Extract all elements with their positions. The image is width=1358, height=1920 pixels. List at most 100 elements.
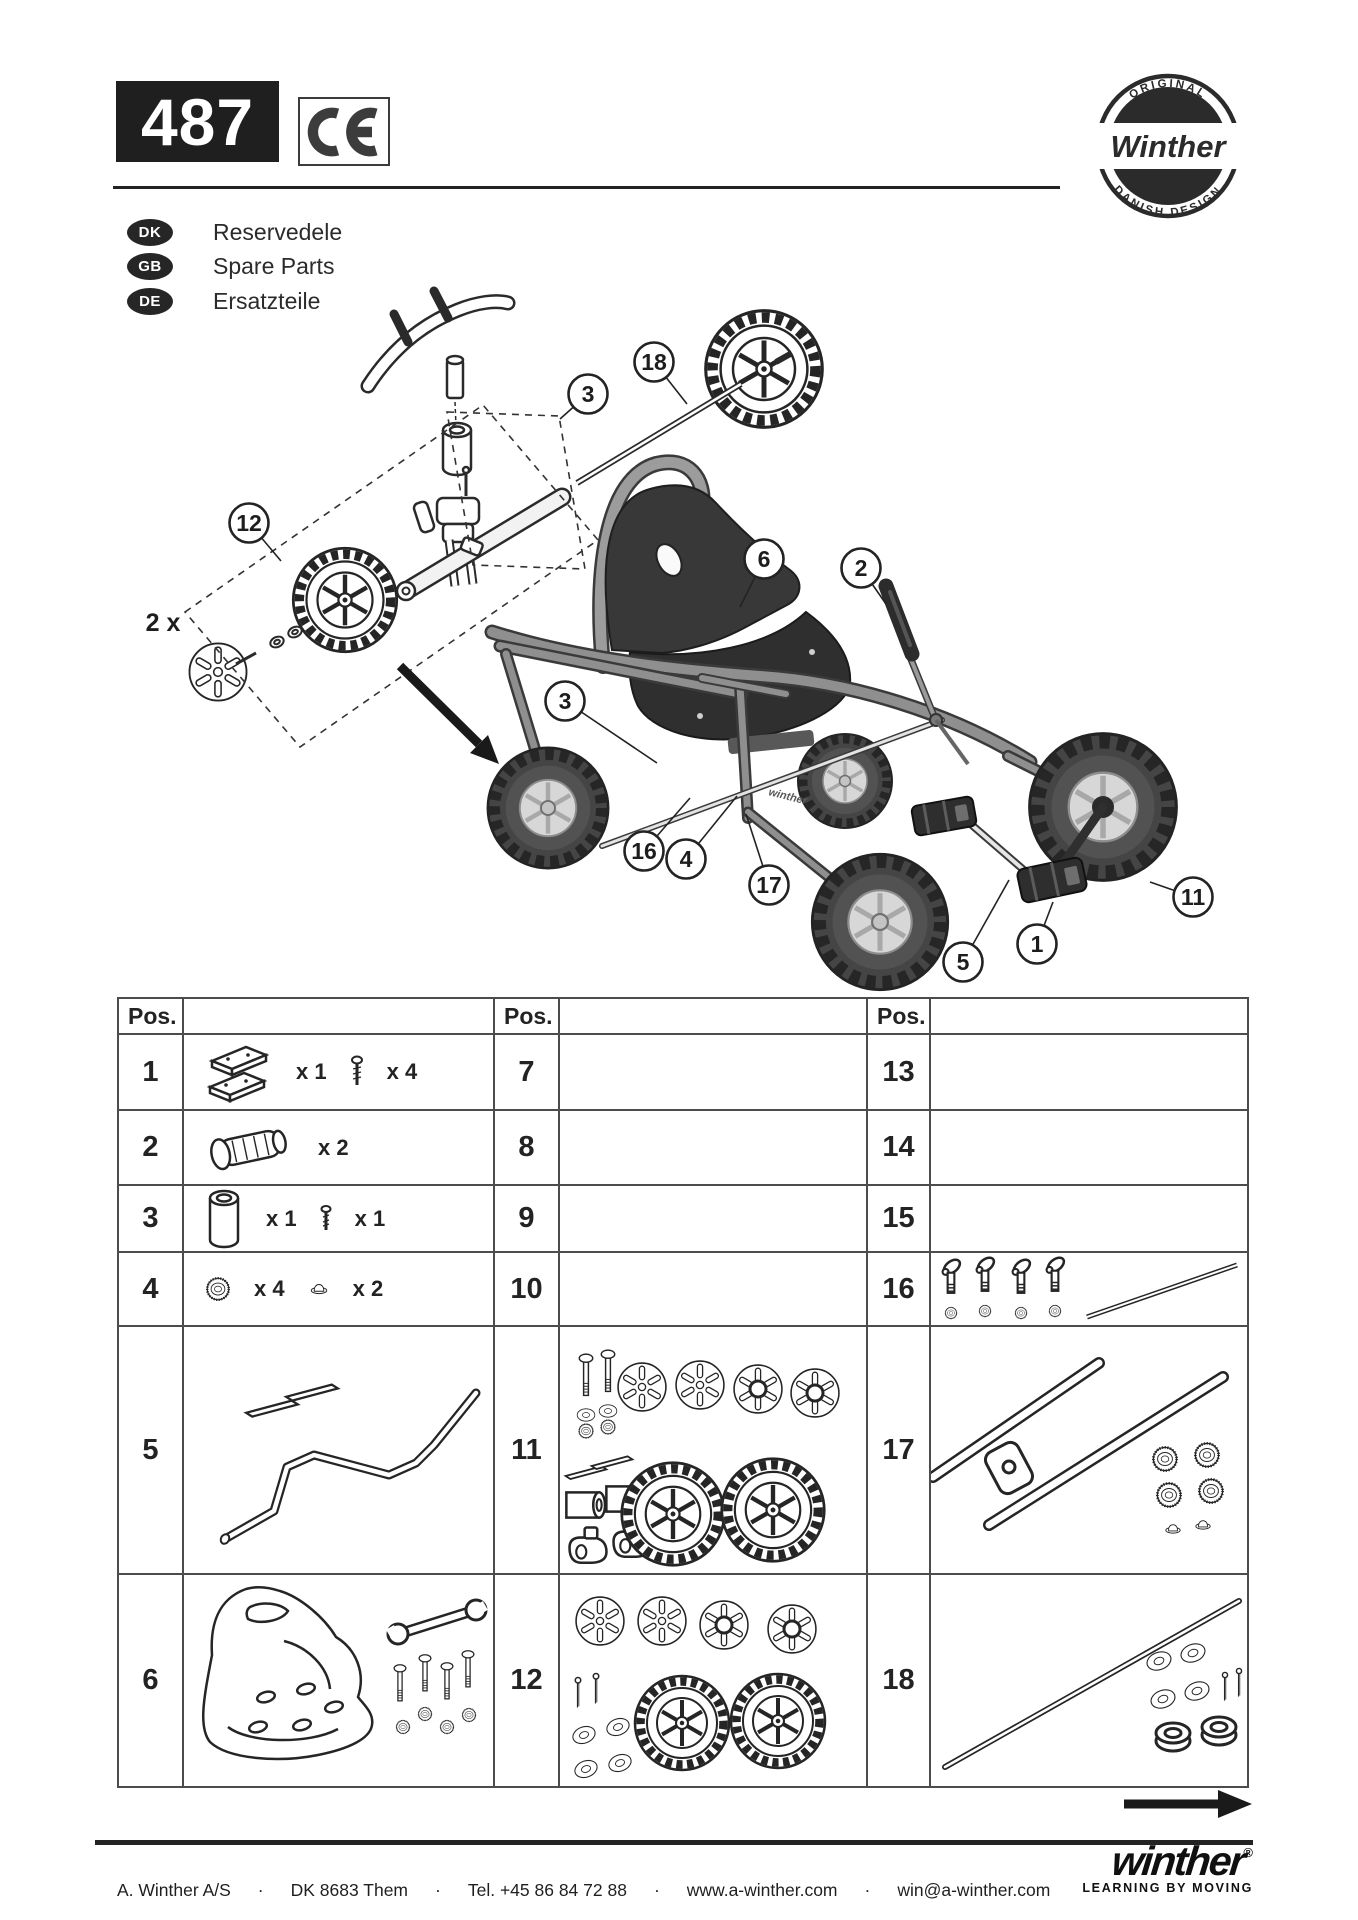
pos-3: 3	[119, 1186, 182, 1251]
language-badge-dk: DK	[127, 219, 173, 246]
pos-17: 17	[868, 1327, 929, 1573]
parts-cell-15	[931, 1186, 1247, 1251]
footer-brand-logo: winther® LEARNING BY MOVING	[1000, 1838, 1253, 1895]
qty-label: x 1	[266, 1205, 297, 1231]
parts-cell-2: x 2	[184, 1111, 493, 1184]
pointer-arrow	[396, 662, 499, 764]
language-label-gb: Spare Parts	[213, 253, 335, 279]
parts-cell-1: x 1 x 4	[184, 1035, 493, 1109]
parts-cell-9	[560, 1186, 866, 1251]
seat	[604, 484, 852, 755]
dashed-box-wheelset	[183, 403, 600, 749]
callout-2: 2	[840, 547, 887, 605]
front-axle-tube	[395, 487, 572, 602]
language-badge-gb: GB	[127, 253, 173, 280]
parts-table-group-1: Pos. 1 x 1 x 4 2	[117, 997, 495, 1788]
linkage-bolt-kit-drawing	[939, 1253, 1238, 1320]
footer-website: www.a-winther.com	[686, 1880, 838, 1900]
rear-left-wheel	[798, 734, 892, 828]
footer-brand-wordmark: winther	[1109, 1838, 1246, 1884]
callout-5: 5	[942, 879, 1010, 983]
language-row-de: DE Ersatzteile	[127, 288, 320, 315]
parts-cell-13	[931, 1035, 1247, 1109]
winther-badge-logo: ORIGINAL DANISH DESIGN Winther	[1094, 73, 1242, 219]
pos-9: 9	[495, 1186, 558, 1251]
callout-6: 6	[739, 538, 785, 608]
continuation-arrow-icon	[1124, 1790, 1252, 1818]
callout-3-top: 3	[559, 373, 609, 420]
qty-label: x 1	[296, 1059, 327, 1084]
parts-cell-5	[184, 1327, 493, 1573]
svg-text:4: 4	[680, 846, 693, 872]
qty-label: x 4	[254, 1276, 285, 1301]
footer-company: A. Winther A/S	[117, 1880, 231, 1900]
qty-label: x 4	[386, 1059, 418, 1084]
svg-text:5: 5	[957, 949, 970, 975]
pos-7: 7	[495, 1035, 558, 1109]
flanged-bushing-icon	[1200, 1715, 1238, 1747]
exploded-wheel	[293, 548, 396, 651]
steering-tube-kit-drawing	[931, 1357, 1229, 1534]
qty-label: x 1	[354, 1205, 386, 1231]
footer-separator: ·	[864, 1880, 871, 1900]
front-left-wheel	[488, 748, 608, 868]
callout-16: 16	[623, 797, 691, 872]
parts-cell-14	[931, 1111, 1247, 1184]
parts-cell-7	[560, 1035, 866, 1109]
svg-text:18: 18	[641, 349, 667, 375]
svg-text:17: 17	[756, 872, 782, 898]
parts-cell-6	[184, 1575, 493, 1786]
pedal-pair-icon	[206, 1045, 270, 1103]
pos-13: 13	[868, 1035, 929, 1109]
language-badge-de: DE	[127, 288, 173, 315]
header-spacer-2	[560, 999, 866, 1033]
svg-text:2: 2	[855, 555, 868, 581]
parts-cell-16	[931, 1253, 1247, 1325]
footer-separator: ·	[257, 1880, 264, 1900]
language-label-dk: Reservedele	[213, 219, 343, 245]
footer-separator: ·	[435, 1880, 441, 1900]
pos-header-1: Pos.	[119, 999, 182, 1033]
long-axle-rod	[575, 350, 794, 486]
axle-rod-kit-drawing	[942, 1598, 1243, 1770]
pos-15: 15	[868, 1186, 929, 1251]
parts-cell-11	[560, 1327, 866, 1573]
header-spacer-3	[931, 999, 1247, 1033]
parts-table-group-2: Pos. 7 8 9 10 11	[493, 997, 868, 1788]
axle-wheel	[706, 311, 823, 428]
seat-kit-drawing	[201, 1586, 488, 1761]
crank-axle-drawing	[219, 1383, 481, 1545]
qty-label: x 2	[352, 1276, 384, 1301]
callout-11: 11	[1149, 876, 1214, 918]
quantity-note: 2 x	[146, 609, 181, 637]
pos-10: 10	[495, 1253, 558, 1325]
parts-cell-17	[931, 1327, 1247, 1573]
pos-header-2: Pos.	[495, 999, 558, 1033]
parts-cell-18	[931, 1575, 1247, 1786]
front-right-wheel	[812, 854, 947, 989]
pos-2: 2	[119, 1111, 182, 1184]
language-label-de: Ersatzteile	[213, 288, 321, 314]
registered-mark: ®	[1243, 1845, 1253, 1860]
callout-4: 4	[665, 795, 738, 880]
brake-lever	[878, 578, 970, 766]
model-number: 487	[140, 84, 255, 159]
pos-11: 11	[495, 1327, 558, 1573]
screw-icon	[350, 1055, 363, 1085]
parts-table-group-3: Pos. 13 14 15 16 17	[866, 997, 1249, 1788]
parts-cell-10	[560, 1253, 866, 1325]
svg-text:11: 11	[1181, 884, 1206, 910]
parts-cell-4: x 4 x 2	[184, 1253, 493, 1325]
wrench-icon	[386, 1598, 488, 1646]
pedal-right	[1016, 856, 1088, 904]
svg-text:6: 6	[758, 546, 771, 572]
pedal-left	[910, 795, 978, 837]
language-row-gb: GB Spare Parts	[127, 253, 334, 280]
language-row-dk: DK Reservedele	[127, 219, 342, 246]
svg-text:1: 1	[1031, 931, 1044, 957]
footer-address: DK 8683 Them	[290, 1880, 409, 1900]
svg-text:3: 3	[582, 381, 595, 407]
footer-contact-info: A. Winther A/S · DK 8683 Them · Tel. +45…	[117, 1880, 1050, 1901]
callout-3-bottom: 3	[544, 680, 658, 764]
